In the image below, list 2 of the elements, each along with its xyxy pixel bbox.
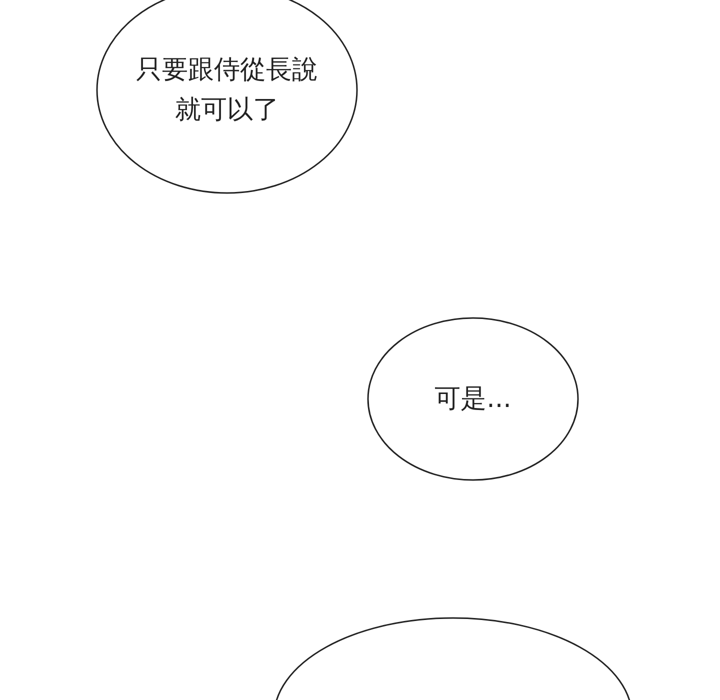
dialogue-text: 只要跟侍從長說就可以了 xyxy=(135,54,319,127)
dialogue-text: 可是... xyxy=(434,383,512,416)
